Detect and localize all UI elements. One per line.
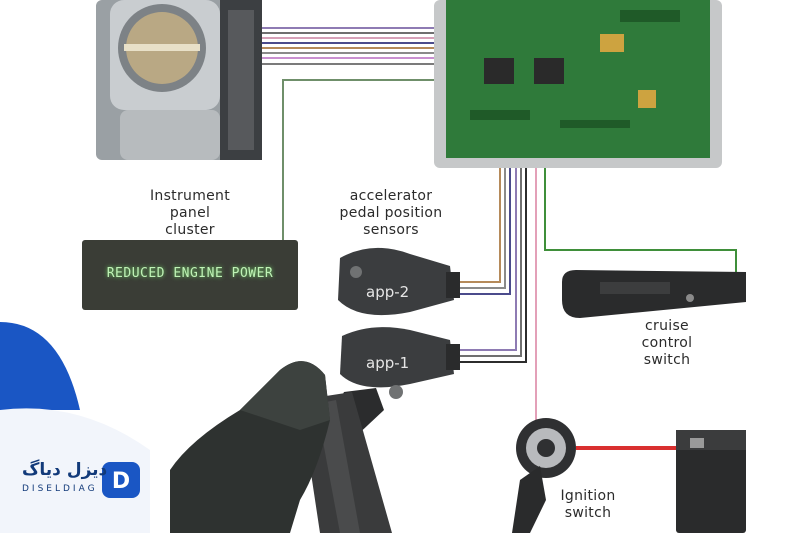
sensor-label-app2: app-2 <box>366 283 410 301</box>
label-line: cruise <box>645 318 689 334</box>
label-accelerator-pedal-sensors: accelerator pedal position sensors <box>322 188 460 239</box>
battery <box>676 430 746 533</box>
ignition-switch <box>512 418 576 533</box>
label-line: sensors <box>363 222 419 238</box>
ecu-lower-harness <box>450 168 737 430</box>
logo-latin-text: DISELDIAG <box>22 484 98 494</box>
cruise-control-switch <box>562 270 746 318</box>
label-line: Instrument <box>149 188 231 204</box>
label-line: panel <box>169 205 211 221</box>
logo-persian-text: دیزل دیاگ <box>22 460 108 480</box>
driver-shoe <box>170 361 330 533</box>
instrument-cluster-bezel <box>82 240 298 310</box>
throttle-ecu-harness <box>262 27 440 65</box>
label-line: pedal position <box>339 205 443 221</box>
logo-letter: D <box>112 469 130 494</box>
label-ignition-switch: Ignition switch <box>540 488 636 522</box>
label-line: control <box>641 335 693 351</box>
logo-mark: D <box>102 462 140 498</box>
cluster-warning-text: REDUCED ENGINE POWER <box>106 266 274 281</box>
throttle-body <box>96 0 262 160</box>
sensor-label-app1: app-1 <box>366 354 410 372</box>
app-sensor-1 <box>340 327 460 399</box>
label-line: accelerator <box>349 188 433 204</box>
label-line: switch <box>564 505 612 521</box>
logo-corner-shape <box>0 322 80 410</box>
label-line: Ignition <box>560 488 616 504</box>
label-instrument-panel-cluster: Instrument panel cluster <box>130 188 250 239</box>
app-sensor-2 <box>338 247 460 316</box>
label-cruise-control-switch: cruise control switch <box>612 318 722 369</box>
label-line: switch <box>643 352 691 368</box>
logo-wave-shape <box>0 408 150 533</box>
cluster-wire <box>282 79 440 242</box>
ecu-module <box>434 0 722 168</box>
label-line: cluster <box>165 222 215 238</box>
